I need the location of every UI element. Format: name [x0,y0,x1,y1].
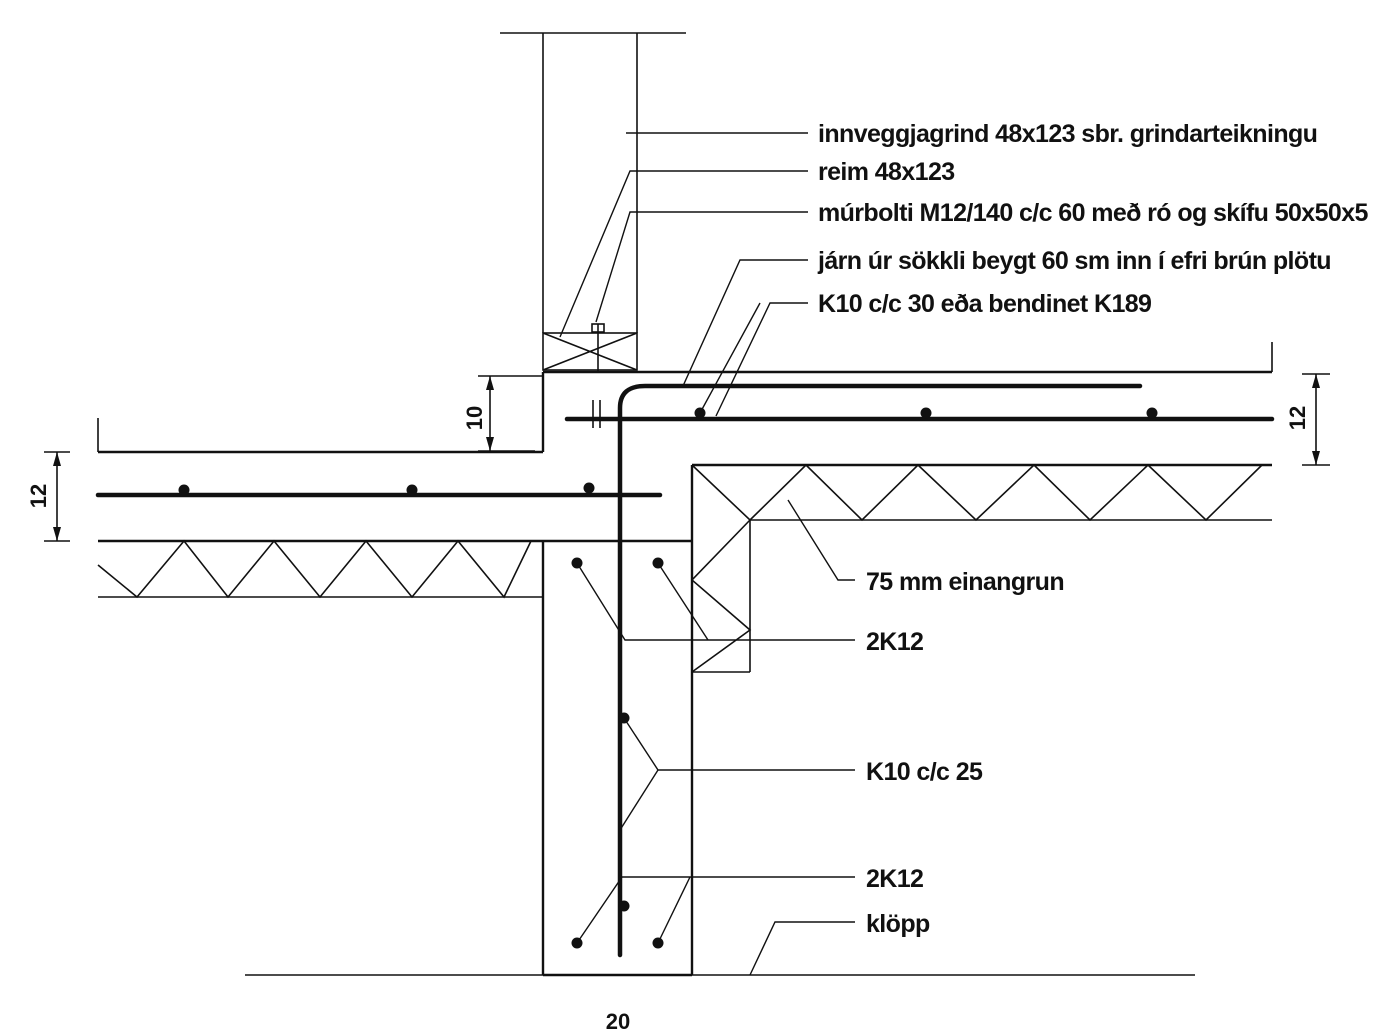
dimension-left-slab-label: 12 [26,484,51,508]
label-ground: klöpp [866,910,930,938]
label-stirrups: K10 c/c 25 [866,758,983,786]
dimension-step-label: 10 [462,406,487,430]
label-frame: innveggjagrind 48x123 sbr. grindarteikni… [818,120,1317,148]
sole-plate [542,323,638,372]
leader-lines [559,132,855,976]
reinforcement [95,383,1275,958]
label-starter-bars: járn úr sökkli beygt 60 sm inn í efri br… [817,247,1331,275]
insulation-right [690,463,1272,673]
label-top-bars: 2K12 [866,628,923,656]
dimension-step [478,375,543,452]
label-bottom-bars: 2K12 [866,865,923,893]
dimension-right-slab [1302,373,1330,466]
dimension-footing-label: 20 [606,1009,630,1029]
insulation-left [97,539,543,599]
wall-frame [500,32,686,333]
label-mesh: K10 c/c 30 eða bendinet K189 [818,290,1151,318]
label-plate: reim 48x123 [818,158,955,186]
label-bolt: múrbolti M12/140 c/c 60 með ró og skífu … [818,199,1369,227]
dimension-left-slab [44,451,70,542]
label-insulation: 75 mm einangrun [866,568,1064,596]
concrete-outline [97,342,1273,977]
dimension-right-slab-label: 12 [1285,406,1310,430]
rebar-dots [178,407,1158,949]
